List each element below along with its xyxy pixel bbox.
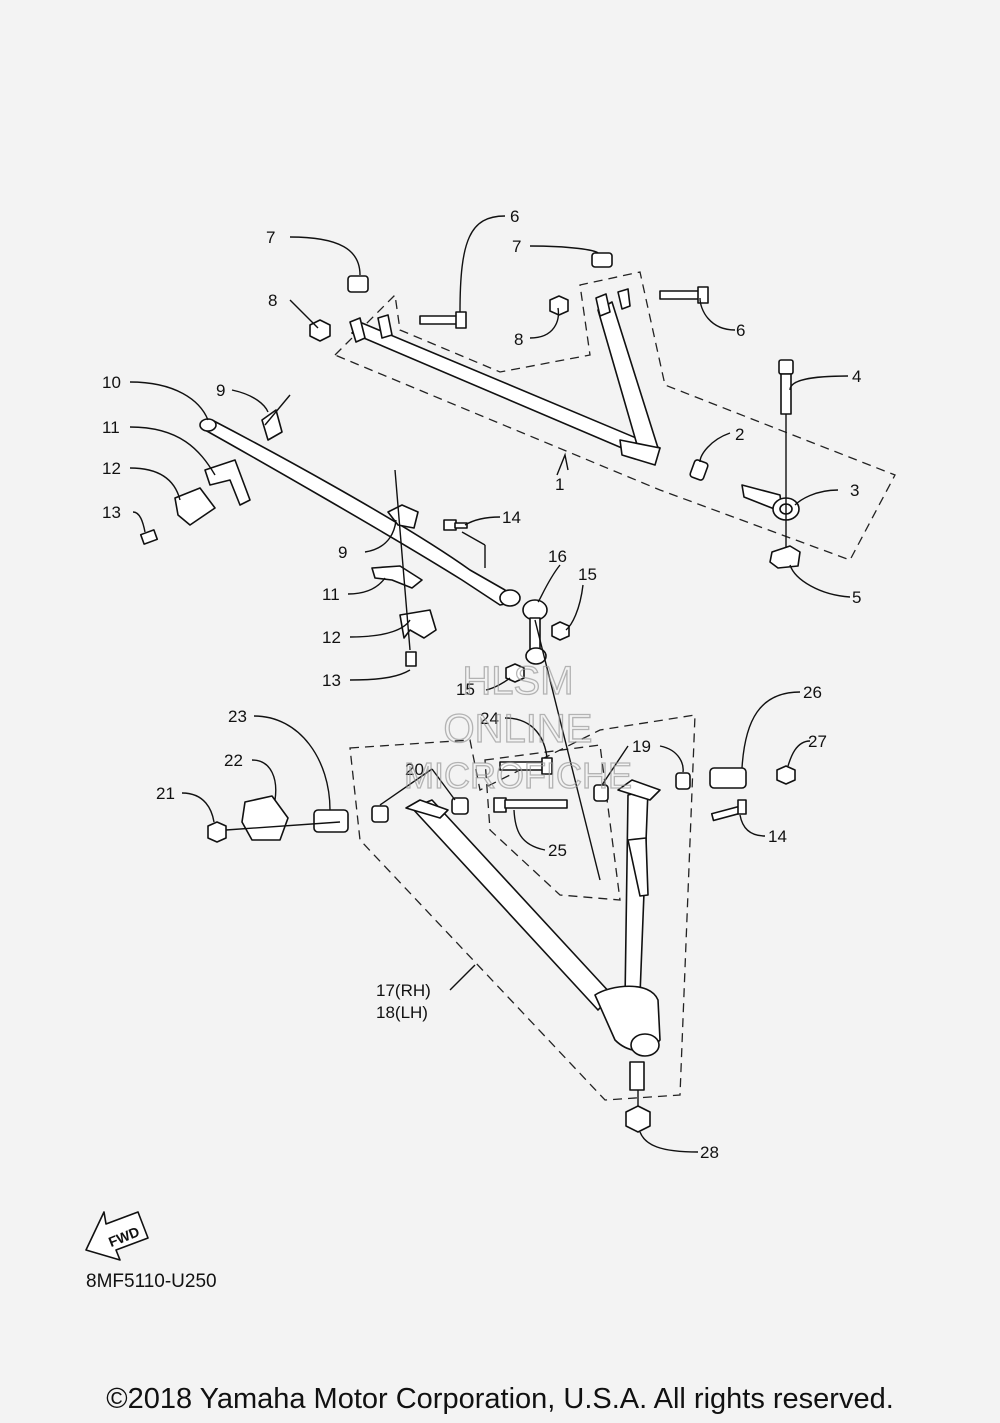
bushing-20-left <box>371 805 389 823</box>
bushing-7-right <box>591 252 613 268</box>
pin-2 <box>689 459 709 481</box>
bracket-12-lower <box>399 609 437 639</box>
upper-arm-group-outline <box>333 271 896 561</box>
upper-a-arm <box>349 288 661 466</box>
lower-bolt-group-outline <box>484 744 621 901</box>
bushing-19-right <box>675 772 691 790</box>
nut-27 <box>776 765 796 785</box>
callout-22: 22 <box>224 751 243 770</box>
bracket-9-upper <box>261 409 283 441</box>
callout-12-upper: 12 <box>102 459 121 478</box>
callout-7-left: 7 <box>266 228 275 247</box>
callout-28: 28 <box>700 1143 719 1162</box>
nut-5 <box>769 545 801 569</box>
callout-10: 10 <box>102 373 121 392</box>
bracket-22 <box>241 795 289 841</box>
bushing-20-right <box>451 797 469 815</box>
callout-11-upper: 11 <box>102 418 120 437</box>
callout-27: 27 <box>808 732 827 751</box>
nut-28 <box>625 1105 651 1133</box>
bolt-25 <box>493 797 568 813</box>
callout-labels: 1 2 3 4 5 6 6 7 7 8 8 9 9 10 11 11 12 12… <box>102 207 861 1162</box>
callout-19: 19 <box>632 737 651 756</box>
callout-14-upper: 14 <box>502 508 521 527</box>
callout-1: 1 <box>555 475 564 494</box>
callout-9-lower: 9 <box>338 543 347 562</box>
bolt-13-upper <box>139 529 159 545</box>
bracket-11-upper <box>204 459 251 506</box>
bushing-23 <box>313 809 349 833</box>
callout-6-upper: 6 <box>510 207 519 226</box>
bushing-19-left <box>593 784 609 802</box>
bolt-13-lower <box>405 651 417 667</box>
watermark-line2: ONLINE <box>444 707 593 751</box>
callout-13-lower: 13 <box>322 671 341 690</box>
lower-a-arm <box>405 779 661 1091</box>
callout-2: 2 <box>735 425 744 444</box>
nut-15-upper <box>551 621 570 641</box>
ball-joint-3 <box>741 484 800 521</box>
callout-12-lower: 12 <box>322 628 341 647</box>
bolt-6-left <box>419 311 467 329</box>
bolt-6-right <box>659 286 709 304</box>
callout-9-upper: 9 <box>216 381 225 400</box>
bushing-7-left <box>347 275 369 293</box>
watermark: HLSM ONLINE MICROFICHE <box>403 658 632 796</box>
nut-15-lower <box>505 663 525 683</box>
callout-25: 25 <box>548 841 567 860</box>
callout-leaders <box>129 215 851 1153</box>
lower-arm-group-outline <box>349 714 696 1101</box>
watermark-line3: MICROFICHE <box>404 755 632 796</box>
callout-3: 3 <box>850 481 859 500</box>
callout-15-lower: 15 <box>456 680 475 699</box>
callout-14-lower: 14 <box>768 827 787 846</box>
copyright-notice: ©2018 Yamaha Motor Corporation, U.S.A. A… <box>106 1383 894 1415</box>
callout-5: 5 <box>852 588 861 607</box>
callout-18-lh: 18(LH) <box>376 1003 428 1022</box>
stabilizer-bar <box>199 418 521 607</box>
callout-13-upper: 13 <box>102 503 121 522</box>
callout-8-left: 8 <box>268 291 277 310</box>
bracket-11-lower <box>371 565 423 589</box>
callout-21: 21 <box>156 784 175 803</box>
callout-24: 24 <box>480 709 499 728</box>
callout-23: 23 <box>228 707 247 726</box>
diagram-code: 8MF5110-U250 <box>86 1271 217 1292</box>
nut-8-right <box>549 295 569 316</box>
callout-26: 26 <box>803 683 822 702</box>
callout-20: 20 <box>405 760 424 779</box>
callout-7-right: 7 <box>512 237 521 256</box>
callout-11-lower: 11 <box>322 585 340 604</box>
callout-15-upper: 15 <box>578 565 597 584</box>
nut-21 <box>207 821 227 843</box>
callout-4: 4 <box>852 367 861 386</box>
watermark-line1: HLSM <box>462 659 573 703</box>
fwd-arrow-icon: FWD <box>85 1211 149 1261</box>
callout-8-right: 8 <box>514 330 523 349</box>
link-16 <box>522 599 548 665</box>
callout-6-right: 6 <box>736 321 745 340</box>
bolt-14-lower <box>710 799 747 822</box>
callout-17-rh: 17(RH) <box>376 981 431 1000</box>
bolt-14-upper <box>443 519 468 531</box>
bracket-12-upper <box>174 487 216 526</box>
callout-16: 16 <box>548 547 567 566</box>
bushing-26 <box>709 767 747 789</box>
